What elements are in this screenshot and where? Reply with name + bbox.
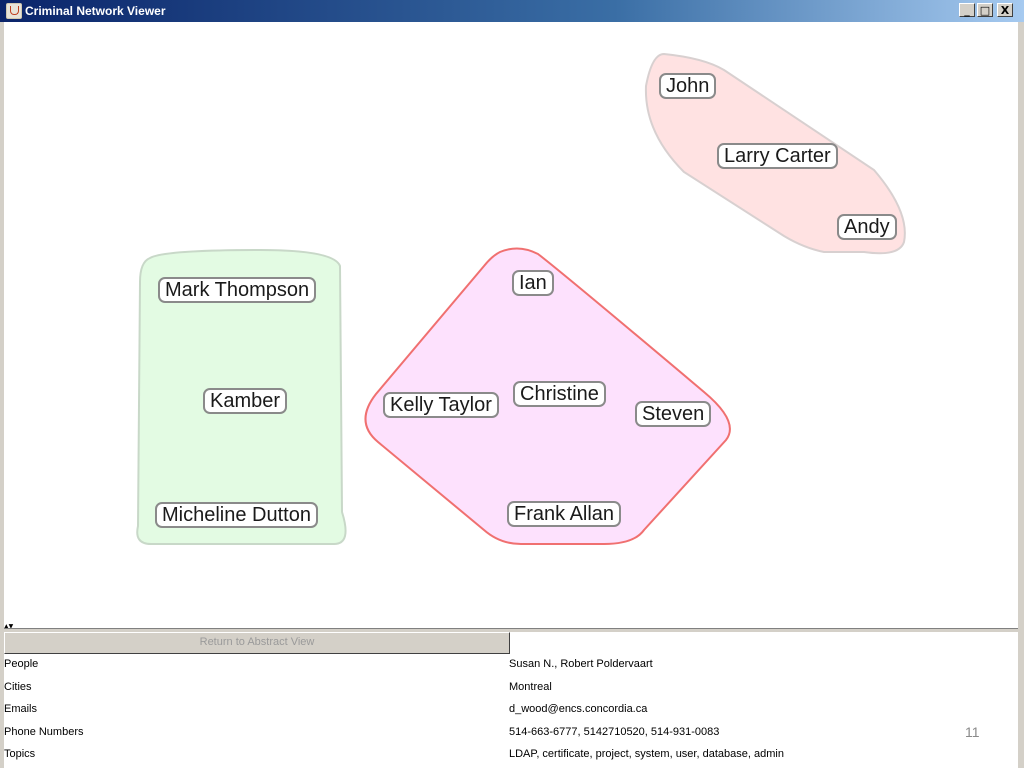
node-christine[interactable]: Christine	[513, 381, 606, 407]
node-steven[interactable]: Steven	[635, 401, 712, 427]
group-hulls	[136, 52, 906, 545]
detail-value: 514-663-6777, 5142710520, 514-931-0083	[509, 726, 720, 738]
page-number: 11	[965, 724, 980, 740]
node-andy[interactable]: Andy	[837, 214, 897, 240]
detail-row-topics: Topics LDAP, certificate, project, syste…	[4, 744, 1018, 766]
close-button[interactable]: X	[997, 3, 1013, 17]
window-frame-left	[0, 22, 4, 768]
window-frame-right	[1018, 22, 1024, 768]
node-mark-thompson[interactable]: Mark Thompson	[158, 277, 317, 303]
detail-row-people: People Susan N., Robert Poldervaart	[4, 654, 1018, 676]
network-canvas[interactable]: Mark Thompson Kamber Micheline Dutton Ia…	[4, 22, 1018, 628]
splitter-arrows-icon[interactable]: ▲▼	[4, 623, 14, 630]
node-frank-allan[interactable]: Frank Allan	[507, 501, 622, 527]
detail-label: Phone Numbers	[4, 726, 84, 738]
node-john[interactable]: John	[659, 73, 717, 99]
return-to-abstract-view-button[interactable]: Return to Abstract View	[4, 632, 510, 654]
panel-splitter[interactable]	[4, 628, 1018, 632]
detail-label: People	[4, 658, 39, 670]
details-panel: People Susan N., Robert Poldervaart Citi…	[4, 654, 1018, 768]
node-kamber[interactable]: Kamber	[203, 388, 288, 414]
detail-row-emails: Emails d_wood@encs.concordia.ca	[4, 699, 1018, 721]
java-app-icon[interactable]	[6, 3, 22, 19]
title-bar: Criminal Network Viewer _ □ X	[0, 0, 1024, 22]
detail-label: Emails	[4, 703, 38, 715]
detail-row-phone-numbers: Phone Numbers 514-663-6777, 5142710520, …	[4, 722, 1018, 744]
node-larry-carter[interactable]: Larry Carter	[717, 143, 838, 169]
detail-row-cities: Cities Montreal	[4, 677, 1018, 699]
detail-value: d_wood@encs.concordia.ca	[509, 703, 648, 715]
detail-label: Cities	[4, 681, 32, 693]
node-ian[interactable]: Ian	[512, 270, 554, 296]
node-kelly-taylor[interactable]: Kelly Taylor	[383, 392, 499, 418]
window-title: Criminal Network Viewer	[25, 4, 166, 18]
detail-value: Montreal	[509, 681, 552, 693]
detail-value: Susan N., Robert Poldervaart	[509, 658, 653, 670]
maximize-button[interactable]: □	[977, 3, 993, 17]
minimize-button[interactable]: _	[959, 3, 975, 17]
detail-label: Topics	[4, 748, 36, 760]
node-micheline-dutton[interactable]: Micheline Dutton	[155, 502, 318, 528]
detail-value: LDAP, certificate, project, system, user…	[509, 748, 784, 760]
